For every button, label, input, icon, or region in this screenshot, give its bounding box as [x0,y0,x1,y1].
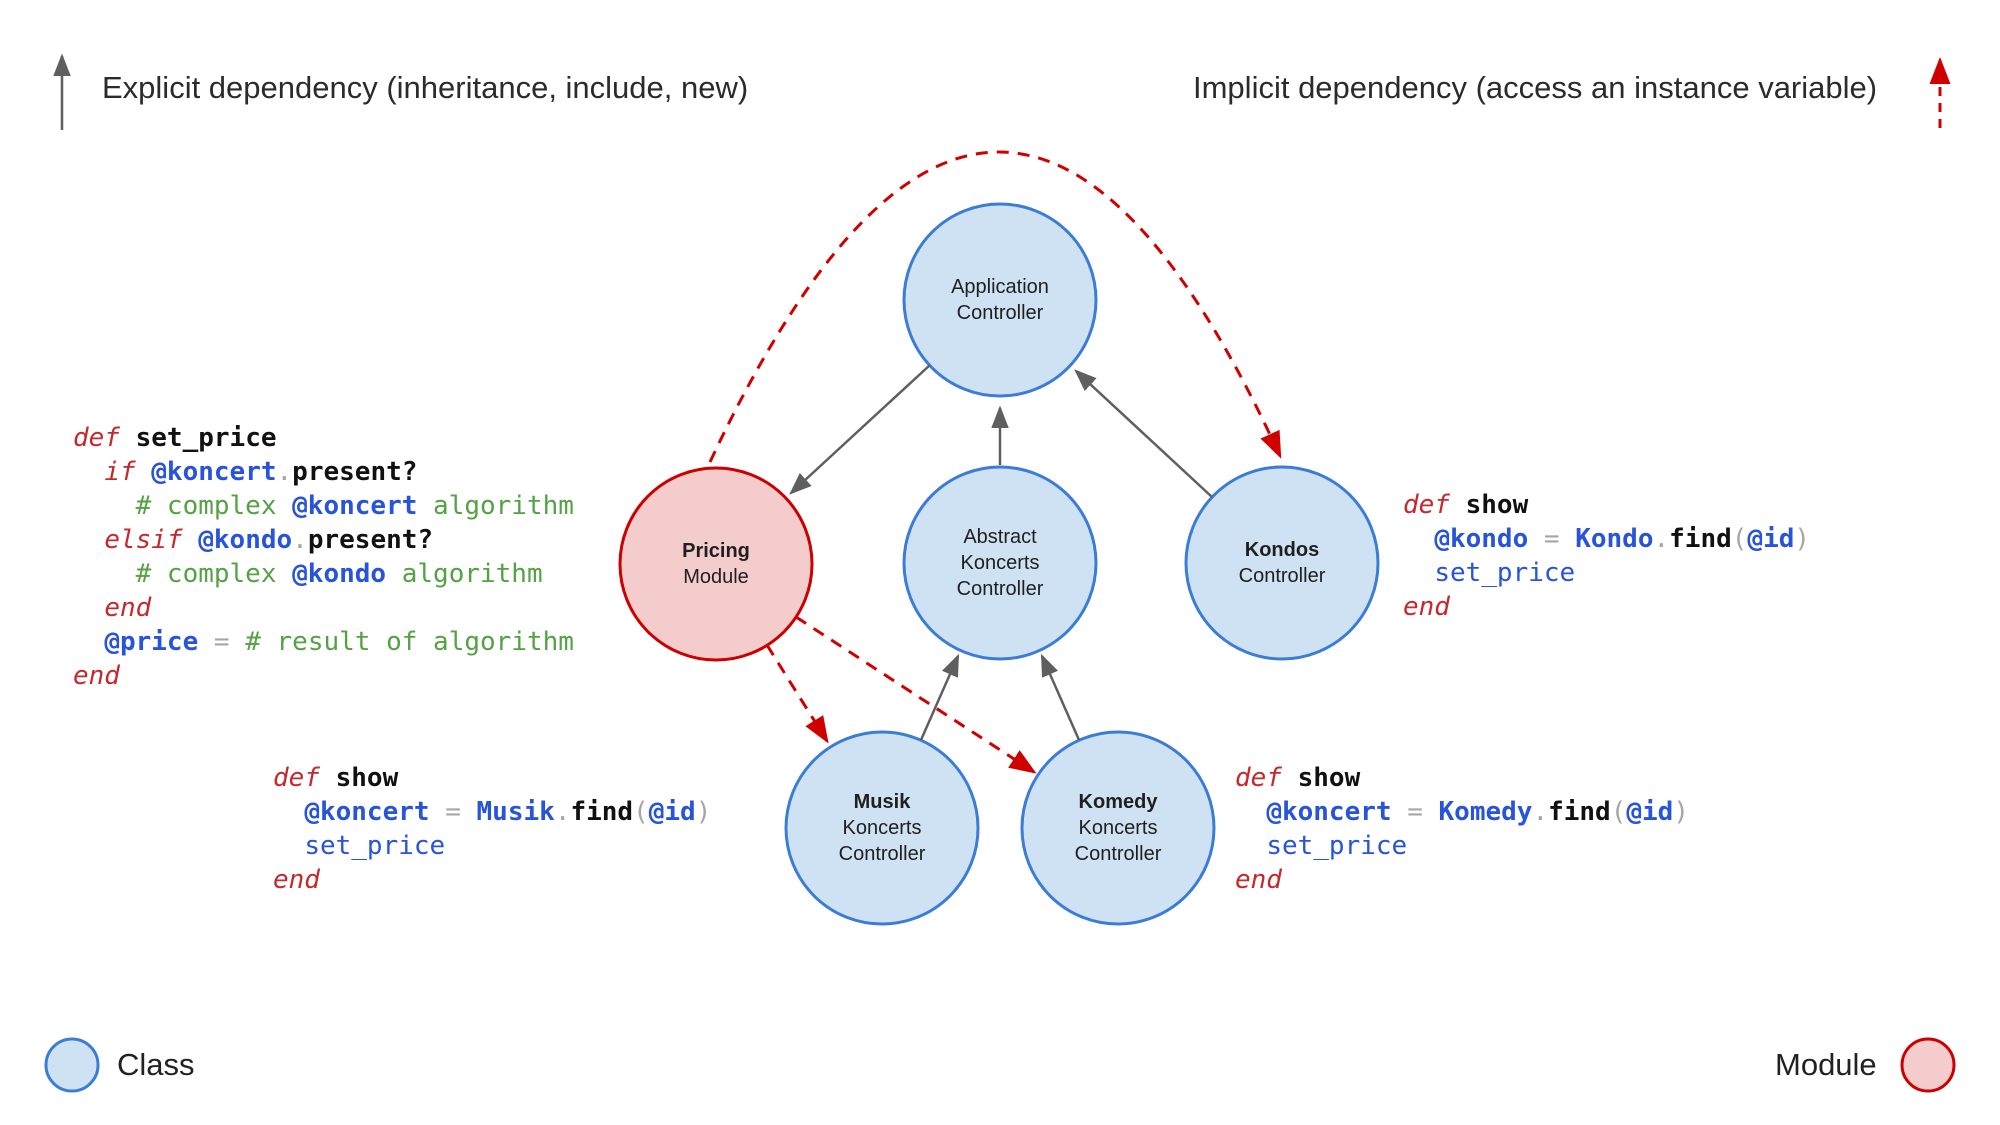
code-line: @koncert = Komedy.find(@id) [1266,797,1689,827]
code-kondos-show: def show @kondo = Kondo.find(@id) set_pr… [1403,488,1810,624]
node-circle-musik-koncerts-controller [784,730,980,926]
code-line: end [1235,865,1282,895]
class-legend-circle-icon [44,1037,100,1093]
arrow-komedy-to-abstract [1040,653,1081,741]
code-line: end [1403,592,1450,622]
node-line: Koncerts [1078,817,1158,839]
module-legend-label: Module [1775,1047,1877,1082]
node-line: Abstract [963,526,1037,548]
arrow-kondos-to-application [1074,369,1213,498]
code-line: set_price [1434,558,1576,588]
code-line: @kondo = Kondo.find(@id) [1434,524,1811,554]
arrow-pricing-to-kondos [708,150,1282,463]
code-line: # complex @kondo algorithm [73,559,543,589]
node-line: Kondos [1244,539,1320,561]
code-komedy-show: def show @koncert = Komedy.find(@id) set… [1235,761,1689,897]
node-label-kondos-controller: Kondos Controller [1239,537,1326,589]
node-circle-kondos-controller [1184,465,1380,661]
class-legend-label: Class [117,1047,195,1082]
code-line: def show [273,763,399,793]
node-line: Module [683,566,749,588]
node-line: Controller [1074,843,1162,865]
code-line: def set_price [73,423,277,453]
node-line: Controller [956,578,1044,600]
node-circle-abstract-koncerts-controller [902,465,1098,661]
arrow-pricing-to-komedy [795,615,1037,774]
node-circle-application-controller [902,202,1098,398]
arrow-application-to-pricing [789,364,931,495]
node-line: Koncerts [960,552,1040,574]
code-line: if @koncert.present? [104,457,418,487]
node-label-musik-koncerts-controller: Musik Koncerts Controller [839,789,926,867]
node-label-komedy-koncerts-controller: Komedy Koncerts Controller [1075,789,1162,867]
code-line: end [73,661,120,691]
implicit-dependency-label: Implicit dependency (access an instance … [1193,70,1878,105]
code-line: @koncert = Musik.find(@id) [304,797,712,827]
node-line: Komedy [1078,791,1158,813]
node-label-application-controller: Application Controller [951,274,1049,326]
module-legend-circle-icon [1900,1037,1956,1093]
code-line: def show [1235,763,1361,793]
node-circle-komedy-koncerts-controller [1020,730,1216,926]
node-line: Musik [853,791,911,813]
node-line: Controller [956,302,1044,324]
code-line: set_price [304,831,446,861]
code-line: end [273,865,320,895]
code-line: def show [1403,490,1529,520]
node-line: Koncerts [842,817,922,839]
node-line: Application [951,276,1049,298]
node-circle-pricing-module [618,466,814,662]
explicit-dependency-label: Explicit dependency (inheritance, includ… [102,70,749,105]
code-line: @price = # result of algorithm [104,627,574,657]
node-label-abstract-koncerts-controller: Abstract Koncerts Controller [957,524,1044,602]
arrow-musik-to-abstract [919,653,960,741]
code-set-price: def set_price if @koncert.present? # com… [73,421,574,693]
code-line: elsif @kondo.present? [104,525,434,555]
code-line: set_price [1266,831,1408,861]
code-line: end [104,593,152,623]
node-line: Pricing [682,540,750,562]
node-line: Controller [1238,565,1326,587]
code-line: # complex @koncert algorithm [73,491,574,521]
code-musik-show: def show @koncert = Musik.find(@id) set_… [273,761,711,897]
node-line: Controller [838,843,926,865]
arrow-pricing-to-musik [765,644,829,744]
node-label-pricing-module: Pricing Module [682,538,750,590]
